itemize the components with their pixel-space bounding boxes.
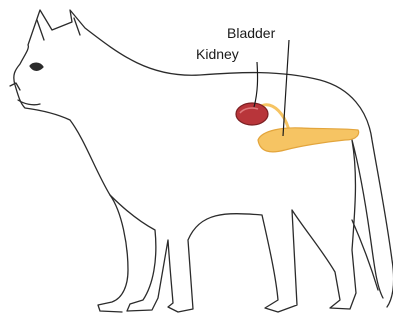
front-leg-contour: [98, 195, 128, 312]
bladder-shape: [258, 128, 359, 152]
tail-curl: [352, 220, 378, 290]
label-kidney: Kidney: [196, 47, 239, 61]
kidney-leader-line: [254, 62, 258, 107]
cat-eye: [30, 63, 43, 70]
ear-inner-left: [37, 20, 44, 40]
kidney-shape: [236, 103, 268, 125]
label-bladder: Bladder: [227, 26, 275, 40]
cat-mouth: [18, 100, 40, 105]
